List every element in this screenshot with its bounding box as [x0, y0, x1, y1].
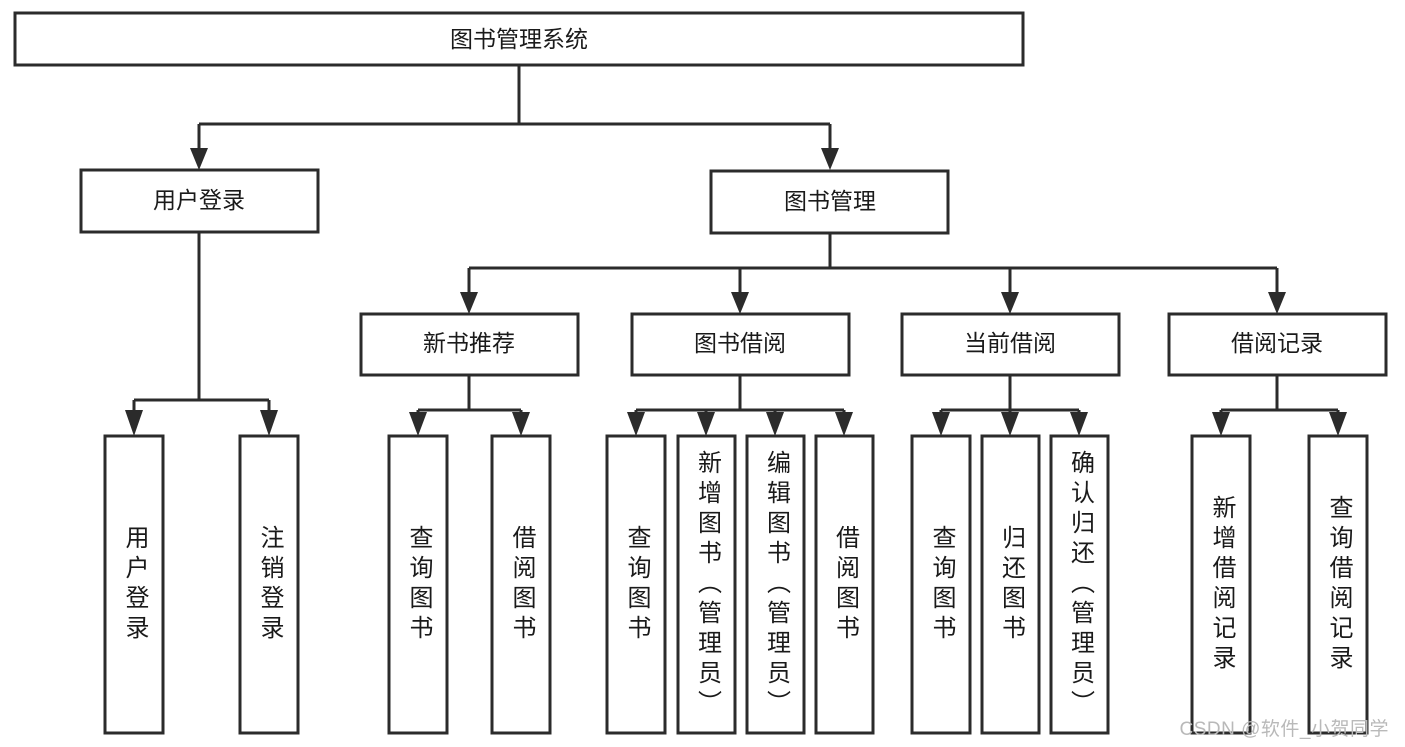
leaf-nodes-group: [103, 434, 1369, 735]
node-current-borrow[interactable]: 当前借阅: [900, 312, 1121, 377]
node-leaf-query-book-3-box[interactable]: [910, 434, 972, 735]
arrow-to-leaf-query-book-1: [409, 412, 427, 436]
arrow-to-book-mgmt: [821, 148, 839, 170]
node-root[interactable]: 图书管理系统: [13, 11, 1025, 67]
node-leaf-return-book-box[interactable]: [980, 434, 1041, 735]
node-book-mgmt-label: 图书管理: [784, 188, 876, 214]
arrow-to-leaf-user-logout: [260, 410, 278, 436]
arrow-to-leaf-borrow-book-1: [512, 412, 530, 436]
connector-group-borrow-record: [1212, 375, 1347, 436]
node-current-borrow-label: 当前借阅: [964, 330, 1056, 356]
node-root-box[interactable]: [13, 11, 1025, 67]
connector-group-new-book-rec: [409, 375, 530, 436]
node-leaf-add-record-box[interactable]: [1190, 434, 1252, 735]
arrow-to-leaf-query-record: [1329, 412, 1347, 436]
node-leaf-add-record-label: 新增借阅记录: [1208, 494, 1235, 675]
node-leaf-user-login-box[interactable]: [103, 434, 165, 735]
node-book-mgmt-box[interactable]: [709, 169, 950, 235]
node-leaf-query-book-2-label: 查询图书: [623, 524, 650, 645]
node-leaf-confirm-return-label: 确认归还（管理员）: [1066, 449, 1094, 720]
node-leaf-query-book-2-box[interactable]: [605, 434, 667, 735]
node-leaf-confirm-return-box[interactable]: [1049, 434, 1110, 735]
arrow-to-leaf-user-login: [125, 410, 143, 436]
node-leaf-user-login-label: 用户登录: [121, 524, 148, 645]
node-leaf-query-book-1-box[interactable]: [387, 434, 449, 735]
connector-group-current-borrow: [932, 375, 1088, 436]
node-current-borrow-box[interactable]: [900, 312, 1121, 377]
arrow-to-new-book-rec: [460, 292, 478, 314]
arrow-to-leaf-add-record: [1212, 412, 1230, 436]
node-new-book-rec-label: 新书推荐: [423, 330, 515, 356]
arrow-to-borrow-record: [1268, 292, 1286, 314]
node-leaf-user-logout-label: 注销登录: [256, 524, 283, 645]
node-leaf-user-logout-box[interactable]: [238, 434, 300, 735]
node-user-login-box[interactable]: [79, 168, 320, 234]
arrow-to-current-borrow: [1001, 292, 1019, 314]
node-leaf-add-book-box[interactable]: [676, 434, 737, 735]
connector-group-book-mgmt: [460, 233, 1286, 314]
arrow-to-leaf-query-book-2: [627, 412, 645, 436]
node-book-borrow[interactable]: 图书借阅: [630, 312, 851, 377]
arrow-to-leaf-edit-book: [766, 412, 784, 436]
node-leaf-return-book-label: 归还图书: [997, 524, 1025, 645]
node-borrow-record-label: 借阅记录: [1231, 330, 1323, 356]
connector-group-user-login: [125, 232, 278, 436]
connector-group-book-borrow: [627, 375, 853, 436]
node-leaf-borrow-book-1-label: 借阅图书: [508, 524, 535, 645]
node-leaf-query-book-3-label: 查询图书: [928, 524, 955, 645]
arrow-to-leaf-query-book-3: [932, 412, 950, 436]
node-root-label: 图书管理系统: [450, 26, 588, 52]
node-user-login-label: 用户登录: [153, 187, 245, 213]
node-leaf-add-book-label: 新增图书（管理员）: [693, 449, 721, 720]
node-leaf-borrow-book-2-label: 借阅图书: [831, 524, 859, 645]
node-user-login[interactable]: 用户登录: [79, 168, 320, 234]
node-new-book-rec[interactable]: 新书推荐: [359, 312, 580, 377]
node-leaf-query-record-label: 查询借阅记录: [1325, 494, 1352, 675]
node-book-borrow-box[interactable]: [630, 312, 851, 377]
arrow-to-leaf-confirm-return: [1070, 412, 1088, 436]
arrow-to-leaf-add-book: [697, 412, 715, 436]
node-leaf-query-book-1-label: 查询图书: [405, 524, 432, 645]
arrow-to-leaf-borrow-book-2: [835, 412, 853, 436]
leaf-labels-group: 用户登录 注销登录 查询图书 借阅图书 查询图书 新增图书（管理员） 编辑图书（…: [121, 449, 1352, 720]
node-leaf-query-record-box[interactable]: [1307, 434, 1369, 735]
node-book-mgmt[interactable]: 图书管理: [709, 169, 950, 235]
connector-group-root: [190, 65, 839, 170]
arrow-to-user-login: [190, 148, 208, 170]
node-borrow-record-box[interactable]: [1167, 312, 1388, 377]
node-book-borrow-label: 图书借阅: [694, 330, 786, 356]
node-leaf-edit-book-label: 编辑图书（管理员）: [762, 449, 790, 720]
node-leaf-edit-book-box[interactable]: [745, 434, 806, 735]
node-borrow-record[interactable]: 借阅记录: [1167, 312, 1388, 377]
node-leaf-borrow-book-1-box[interactable]: [490, 434, 552, 735]
node-new-book-rec-box[interactable]: [359, 312, 580, 377]
node-leaf-borrow-book-2-box[interactable]: [814, 434, 875, 735]
arrow-to-book-borrow: [731, 292, 749, 314]
arrow-to-leaf-return-book: [1001, 412, 1019, 436]
